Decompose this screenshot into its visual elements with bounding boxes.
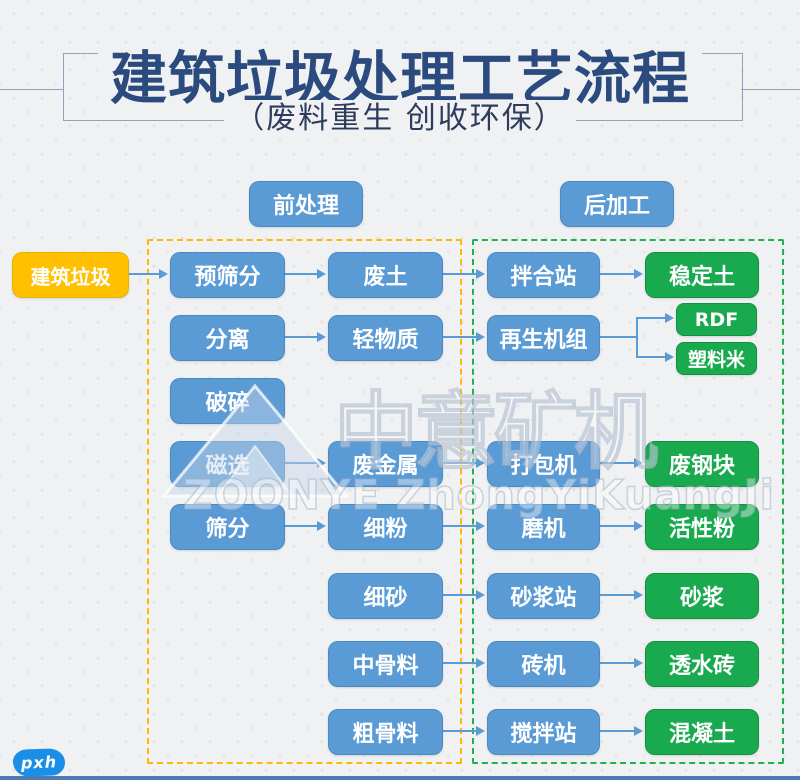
flow-node-shaifen: 筛分 (170, 504, 285, 550)
group-outline-pre (147, 239, 462, 764)
flow-arrow (127, 273, 160, 275)
flow-arrow (598, 525, 635, 527)
flow-arrow (598, 730, 635, 732)
flow-node-shajiang: 砂浆 (645, 573, 759, 619)
flow-node-hunningtu: 混凝土 (645, 709, 759, 755)
pxh-logo: pxh (12, 748, 66, 777)
flow-arrow (598, 594, 635, 596)
flow-arrow (598, 462, 635, 464)
flow-node-cixuan: 磁选 (170, 441, 285, 487)
flow-arrow-head-icon (476, 332, 485, 342)
flow-arrow-head-icon (476, 458, 485, 468)
flow-node-feigangkuai: 废钢块 (645, 441, 759, 487)
flow-arrow-head-icon (634, 269, 643, 279)
flow-arrow (441, 730, 477, 732)
flow-arrow-head-icon (634, 521, 643, 531)
flow-node-jiaobanzhan: 搅拌站 (487, 709, 600, 755)
flow-node-rdf: RDF (676, 303, 757, 336)
flow-arrow (283, 336, 318, 338)
flow-arrow (441, 662, 477, 664)
flow-arrow-head-icon (476, 269, 485, 279)
flow-node-huoxingfen: 活性粉 (645, 504, 759, 550)
flow-arrow-head-icon (476, 658, 485, 668)
flow-arrow (283, 273, 318, 275)
flow-arrow (441, 525, 477, 527)
pxh-logo-text: pxh (20, 752, 58, 773)
page-subtitle: （废料重生 创收环保） (0, 100, 800, 137)
connector-line (598, 336, 638, 338)
page-subtitle-text: （废料重生 创收环保） (224, 100, 576, 137)
flow-node-yushaifen: 预筛分 (170, 252, 285, 298)
flow-arrow (441, 462, 477, 464)
flow-node-wendingtu: 稳定土 (645, 252, 759, 298)
flow-node-feijinshu: 废金属 (328, 441, 443, 487)
flow-node-banhezhan: 拌合站 (487, 252, 600, 298)
flow-node-zhuanji: 砖机 (487, 641, 600, 687)
flow-node-source: 建筑垃圾 (12, 252, 129, 298)
flow-node-toushuizhuan: 透水砖 (645, 641, 759, 687)
flow-arrow-head-icon (317, 458, 326, 468)
flow-arrow-head-icon (665, 352, 674, 362)
flow-node-qingwuzhi: 轻物质 (328, 315, 443, 361)
flow-arrow-head-icon (159, 269, 168, 279)
flow-arrow-head-icon (317, 521, 326, 531)
group-outline-post (472, 239, 784, 764)
flow-arrow (283, 525, 318, 527)
header-rule-right (741, 89, 800, 90)
flow-arrow (441, 273, 477, 275)
connector-line (636, 317, 638, 358)
flow-arrow-head-icon (317, 332, 326, 342)
flow-arrow-head-icon (476, 726, 485, 736)
flow-arrow-head-icon (317, 269, 326, 279)
flow-arrow-head-icon (476, 590, 485, 600)
flow-arrow-head-icon (634, 726, 643, 736)
header-rule-left (0, 89, 64, 90)
flow-node-feitu: 废土 (328, 252, 443, 298)
flow-arrow (636, 356, 666, 358)
flow-node-fenli: 分离 (170, 315, 285, 361)
flow-arrow (441, 336, 477, 338)
flow-node-xisha: 细砂 (328, 573, 443, 619)
flow-arrow-head-icon (665, 313, 674, 323)
flow-node-posui: 破碎 (170, 378, 285, 424)
flow-arrow (283, 462, 318, 464)
page-title-text: 建筑垃圾处理工艺流程 (98, 45, 702, 113)
flow-node-zaishengjizu: 再生机组 (487, 315, 600, 361)
flow-arrow-head-icon (634, 458, 643, 468)
bottom-border-bar (0, 776, 800, 780)
flow-arrow-head-icon (476, 521, 485, 531)
page-title: 建筑垃圾处理工艺流程 (0, 45, 800, 113)
flow-arrow (636, 317, 666, 319)
flow-node-xifen: 细粉 (328, 504, 443, 550)
flow-arrow-head-icon (634, 590, 643, 600)
flow-node-cuguliao: 粗骨料 (328, 709, 443, 755)
flow-node-suliaomi: 塑料米 (676, 342, 757, 375)
flow-node-moji: 磨机 (487, 504, 600, 550)
flow-arrow-head-icon (634, 658, 643, 668)
flow-arrow (598, 273, 635, 275)
flow-node-chip-post: 后加工 (560, 181, 674, 227)
flow-arrow (441, 594, 477, 596)
flow-arrow (598, 662, 635, 664)
flow-node-zhonggliao: 中骨料 (328, 641, 443, 687)
flow-node-dabaoji: 打包机 (487, 441, 600, 487)
flow-node-shajiangzhan: 砂浆站 (487, 573, 600, 619)
flow-node-chip-pre: 前处理 (249, 181, 363, 227)
